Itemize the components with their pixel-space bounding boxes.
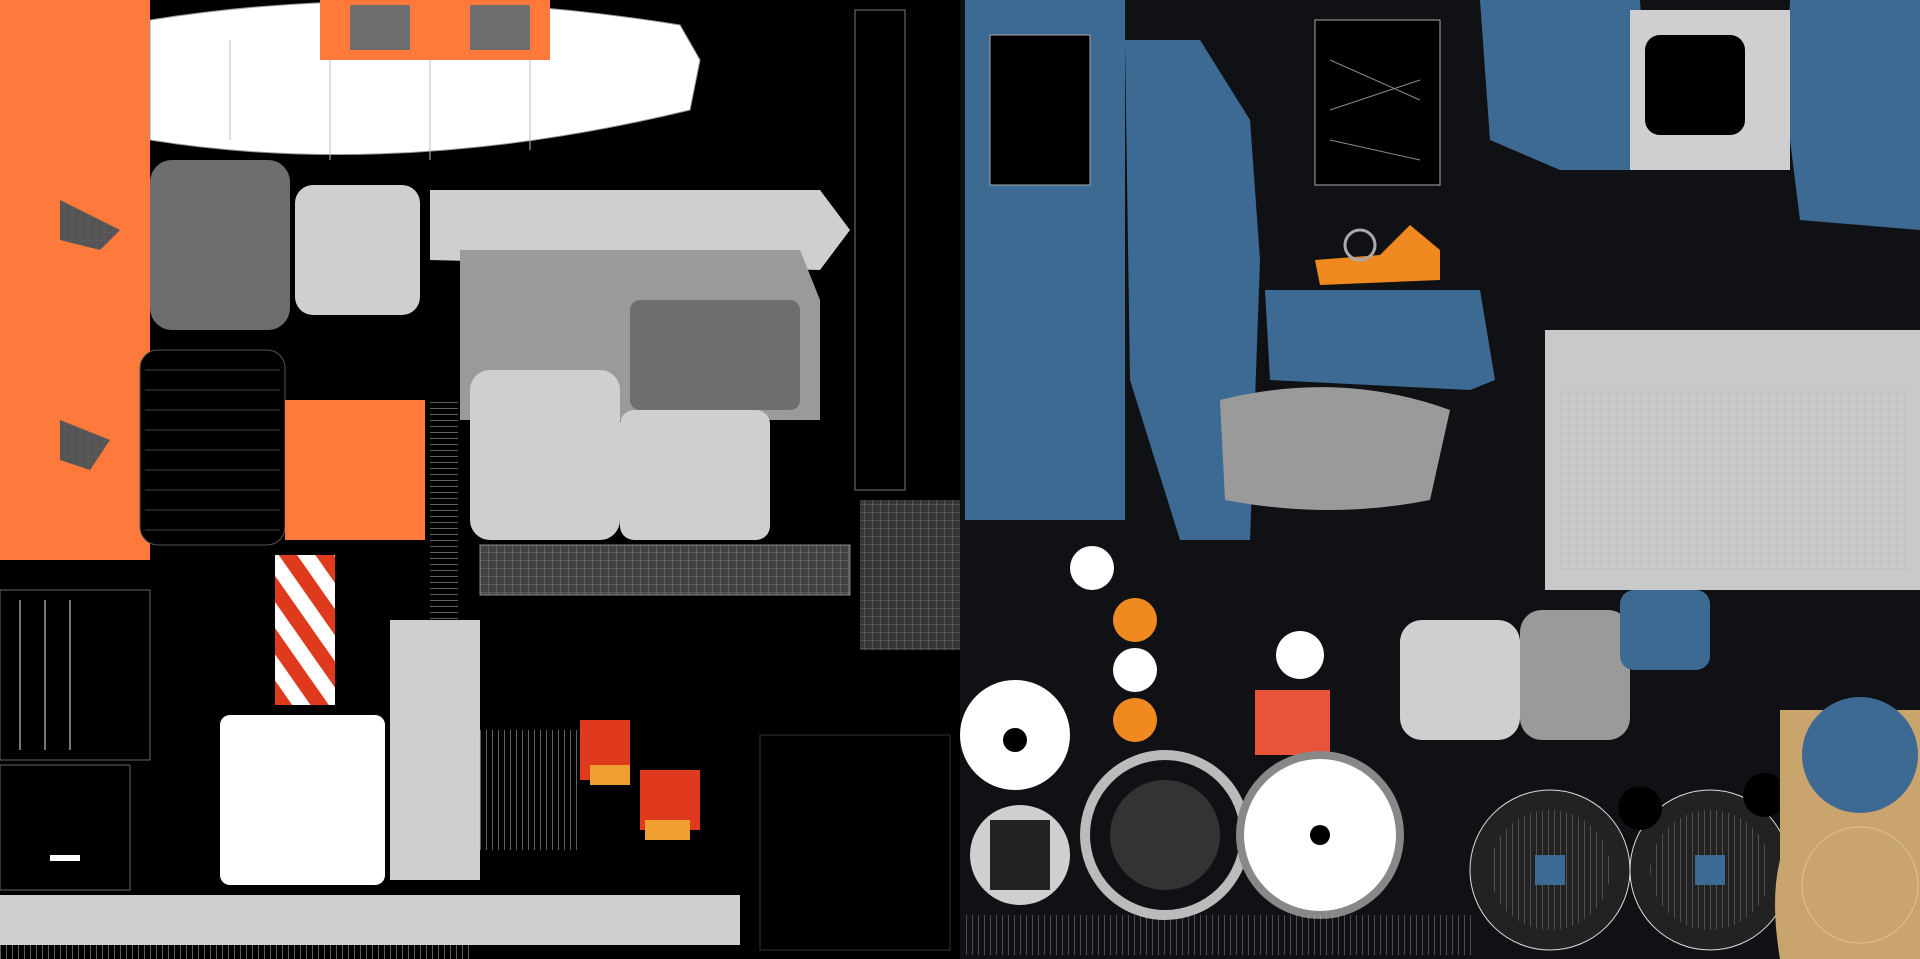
- blue-frame-lower: [1265, 290, 1495, 390]
- black-left-base: [0, 764, 131, 891]
- boot-right: [470, 5, 530, 50]
- amber-part-a: [590, 765, 630, 785]
- red-block: [1255, 690, 1330, 755]
- grid-block-right: [860, 500, 960, 650]
- boot-left: [350, 5, 410, 50]
- schematic-lines: [1329, 59, 1421, 161]
- left-rails: [19, 600, 71, 750]
- gray-curved-part: [1220, 387, 1450, 510]
- tan-disc-outline: [1801, 826, 1919, 944]
- hatch-block: [470, 730, 580, 850]
- black-disc-1: [1618, 786, 1662, 830]
- blue-panel-top-right: [1480, 0, 1650, 170]
- black-disc-2: [1743, 773, 1787, 817]
- grid-block-right-fill: [860, 500, 960, 650]
- black-left-block: [0, 589, 151, 761]
- textured-strip: [479, 544, 851, 596]
- gray-lower-panel: [390, 620, 480, 880]
- white-disc-2: [1113, 648, 1157, 692]
- amber-part-b: [645, 820, 690, 840]
- gray-small-panel: [630, 300, 800, 410]
- brush-wheel-icon: [1469, 789, 1631, 951]
- wheel-icon: [960, 680, 1070, 790]
- orange-part: [1315, 225, 1440, 285]
- left-atlas: [0, 0, 960, 959]
- wheel-icon-small: [970, 805, 1070, 905]
- light-panel-c: [470, 370, 620, 540]
- orange-center-block: [285, 400, 425, 540]
- light-panel-d: [620, 410, 770, 540]
- gray-block-b: [1520, 610, 1630, 740]
- blue-panel-window: [989, 34, 1091, 186]
- white-disc-1: [1070, 546, 1114, 590]
- gear-icon: [1343, 228, 1377, 262]
- dark-schematic-panel: [1314, 19, 1441, 186]
- brush-wheel-icon-2: [1629, 789, 1791, 951]
- blue-block-a: [1620, 590, 1710, 670]
- gray-panel-b: [295, 185, 420, 315]
- textured-strip-fill: [480, 545, 850, 595]
- vent-lines: [145, 369, 280, 531]
- white-tab: [50, 855, 80, 861]
- blue-disc: [1802, 697, 1918, 813]
- black-large-block: [759, 734, 951, 951]
- hazard-stripe-icon: [275, 555, 335, 705]
- dark-frame-core: [1645, 35, 1745, 135]
- gray-panel-a: [150, 160, 290, 330]
- light-area-wireframe: [1560, 390, 1910, 570]
- gray-block-a: [1400, 620, 1520, 740]
- white-disc-3: [1276, 631, 1324, 679]
- thin-vertical-strip: [854, 9, 906, 491]
- wheel-icon-white: [1236, 751, 1404, 919]
- bottom-right-hatch: [965, 915, 1475, 955]
- bottom-hatched-bar: [0, 945, 470, 959]
- right-atlas: [960, 0, 1920, 959]
- black-vent-block: [139, 349, 286, 546]
- orange-disc-2: [1113, 698, 1157, 742]
- thin-dark-strip: [430, 400, 458, 630]
- orange-panel-wireframe: [0, 0, 150, 560]
- bottom-gray-bar: [0, 895, 740, 945]
- blue-panel-corner: [1785, 0, 1920, 230]
- strip-seams: [229, 35, 531, 160]
- white-lower-panel: [220, 715, 385, 885]
- orange-disc-1: [1113, 598, 1157, 642]
